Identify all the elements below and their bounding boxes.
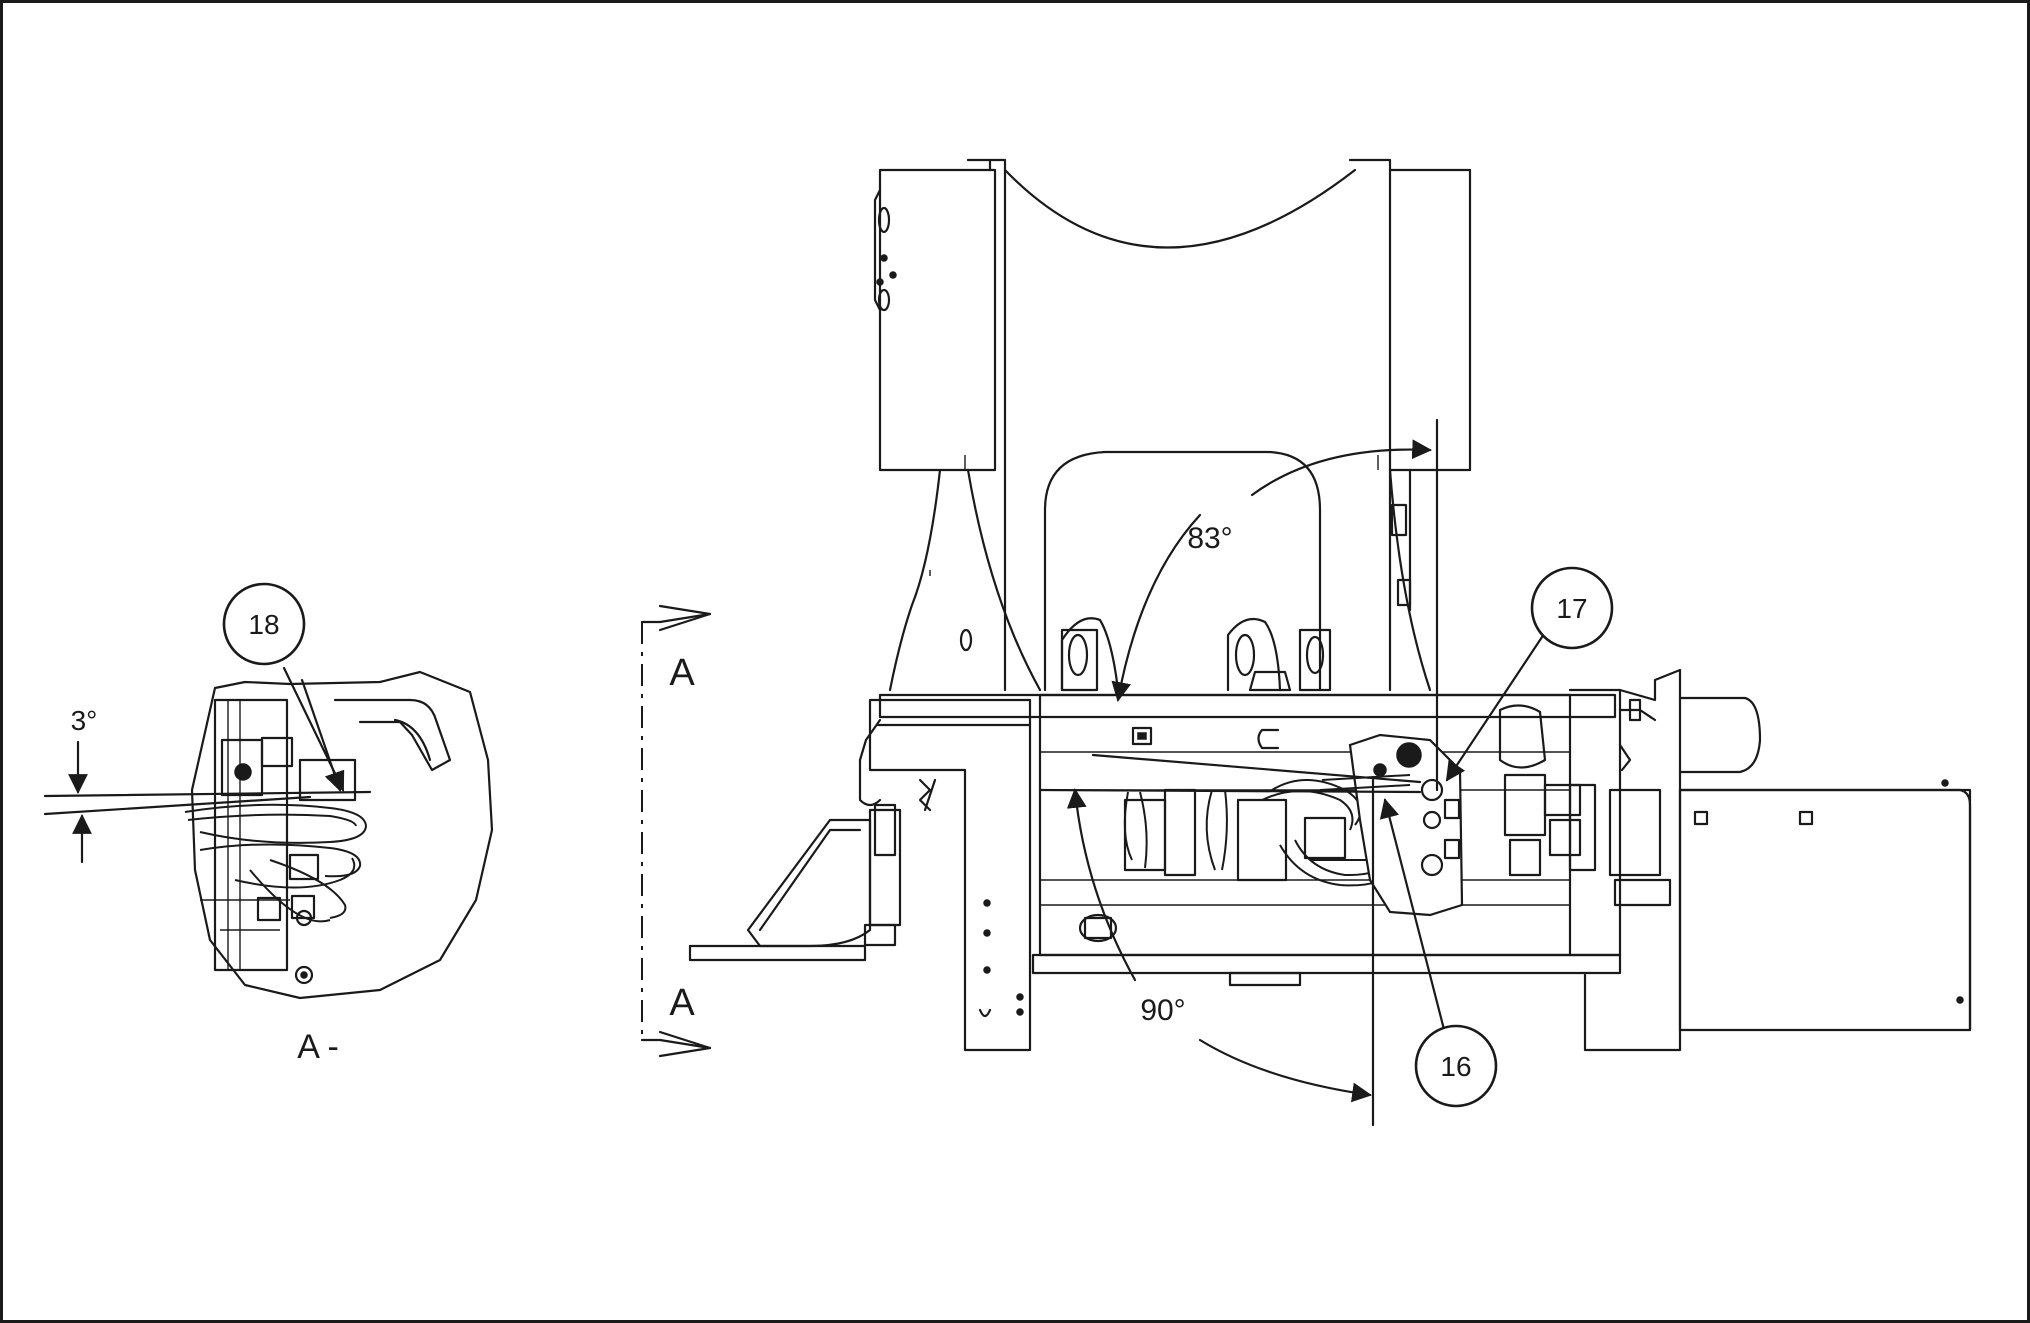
angle-90-label: 90° xyxy=(1140,994,1185,1027)
angle-3-label: 3° xyxy=(71,705,98,736)
callout-17-label: 17 xyxy=(1556,593,1587,624)
section-marker xyxy=(640,604,712,1058)
callout-18-label: 18 xyxy=(248,609,279,640)
main-view xyxy=(688,158,1972,1127)
section-letter-top: A xyxy=(669,652,695,694)
section-view-label: A - xyxy=(297,1028,339,1066)
angle-83-label: 83° xyxy=(1187,522,1232,555)
section-letter-bottom: A xyxy=(669,982,695,1024)
callout-16: 16 xyxy=(1414,1024,1498,1108)
callout-18: 18 xyxy=(222,582,306,666)
callout-17: 17 xyxy=(1530,566,1614,650)
detail-view-a xyxy=(43,666,494,1000)
callout-16-label: 16 xyxy=(1440,1051,1471,1082)
